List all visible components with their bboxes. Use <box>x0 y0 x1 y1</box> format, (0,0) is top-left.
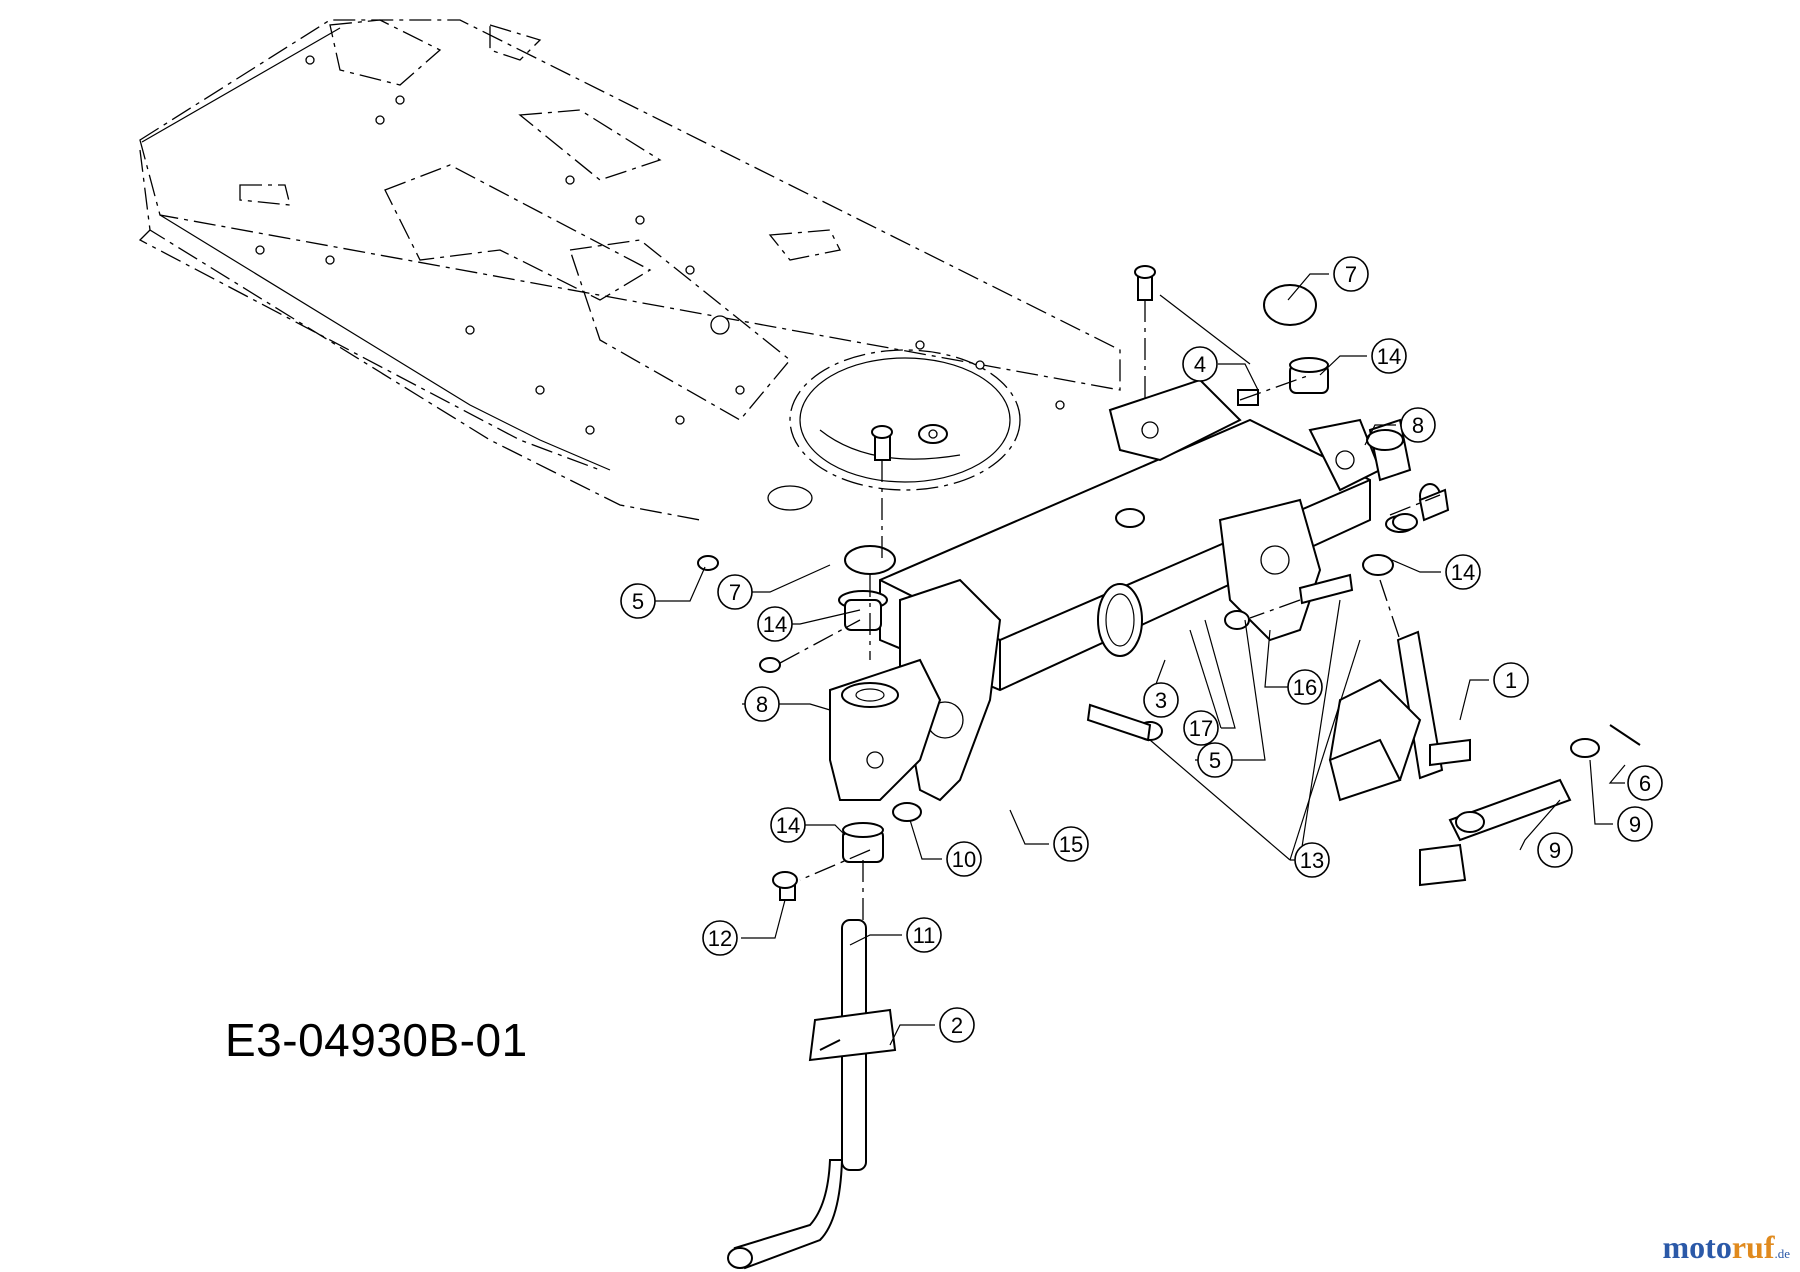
callout-3: 3 <box>1143 682 1179 718</box>
callout-2: 2 <box>939 1007 975 1043</box>
svg-text:5: 5 <box>1209 748 1221 773</box>
callout-16: 16 <box>1287 669 1323 705</box>
callout-4: 4 <box>1182 346 1218 382</box>
watermark-part3: .de <box>1774 1246 1790 1261</box>
callout-7a: 7 <box>1333 256 1369 292</box>
svg-text:4: 4 <box>1194 352 1206 377</box>
watermark-logo: motoruf.de <box>1663 1229 1791 1266</box>
svg-text:11: 11 <box>913 923 936 948</box>
callout-11: 11 <box>906 917 942 953</box>
svg-text:1: 1 <box>1505 668 1517 693</box>
callout-9a: 9 <box>1537 832 1573 868</box>
chassis-frame <box>138 19 1121 521</box>
svg-text:6: 6 <box>1639 771 1651 796</box>
svg-text:14: 14 <box>1451 560 1475 585</box>
assembly-lines <box>779 300 1441 920</box>
callout-6: 6 <box>1627 765 1663 801</box>
callout-17: 17 <box>1183 710 1219 746</box>
svg-text:14: 14 <box>776 813 800 838</box>
diagram-code: E3-04930B-01 <box>225 1014 528 1066</box>
watermark-part1: moto <box>1662 1229 1732 1265</box>
callout-leaders <box>645 273 1626 1046</box>
svg-text:16: 16 <box>1293 675 1317 700</box>
svg-text:12: 12 <box>708 926 732 951</box>
svg-text:7: 7 <box>1345 262 1357 287</box>
callout-14c: 14 <box>757 606 793 642</box>
callout-13: 13 <box>1294 842 1330 878</box>
callout-8b: 8 <box>744 686 780 722</box>
svg-text:17: 17 <box>1189 716 1213 741</box>
svg-text:14: 14 <box>1377 344 1401 369</box>
callout-7b: 7 <box>717 574 753 610</box>
callout-14d: 14 <box>770 807 806 843</box>
svg-text:9: 9 <box>1549 838 1561 863</box>
callout-5a: 5 <box>620 583 656 619</box>
callout-14b: 14 <box>1445 554 1481 590</box>
svg-text:8: 8 <box>756 692 768 717</box>
svg-text:15: 15 <box>1059 832 1083 857</box>
svg-text:14: 14 <box>763 612 787 637</box>
fasteners <box>697 265 1450 901</box>
svg-text:7: 7 <box>729 580 741 605</box>
svg-text:2: 2 <box>951 1013 963 1038</box>
svg-text:10: 10 <box>952 847 976 872</box>
svg-text:3: 3 <box>1155 688 1167 713</box>
callout-12: 12 <box>702 920 738 956</box>
callout-9b: 9 <box>1617 806 1653 842</box>
steering-shaft <box>727 919 897 1270</box>
svg-text:13: 13 <box>1300 848 1324 873</box>
callout-8a: 8 <box>1400 407 1436 443</box>
callout-10: 10 <box>946 841 982 877</box>
callout-15: 15 <box>1053 826 1089 862</box>
svg-text:9: 9 <box>1629 812 1641 837</box>
callout-14a: 14 <box>1371 338 1407 374</box>
svg-text:5: 5 <box>632 589 644 614</box>
callout-1: 1 <box>1493 662 1529 698</box>
left-spindle-housing <box>829 545 942 863</box>
svg-text:8: 8 <box>1412 413 1424 438</box>
watermark-part2: ruf <box>1731 1229 1775 1265</box>
callout-5b: 5 <box>1197 742 1233 778</box>
